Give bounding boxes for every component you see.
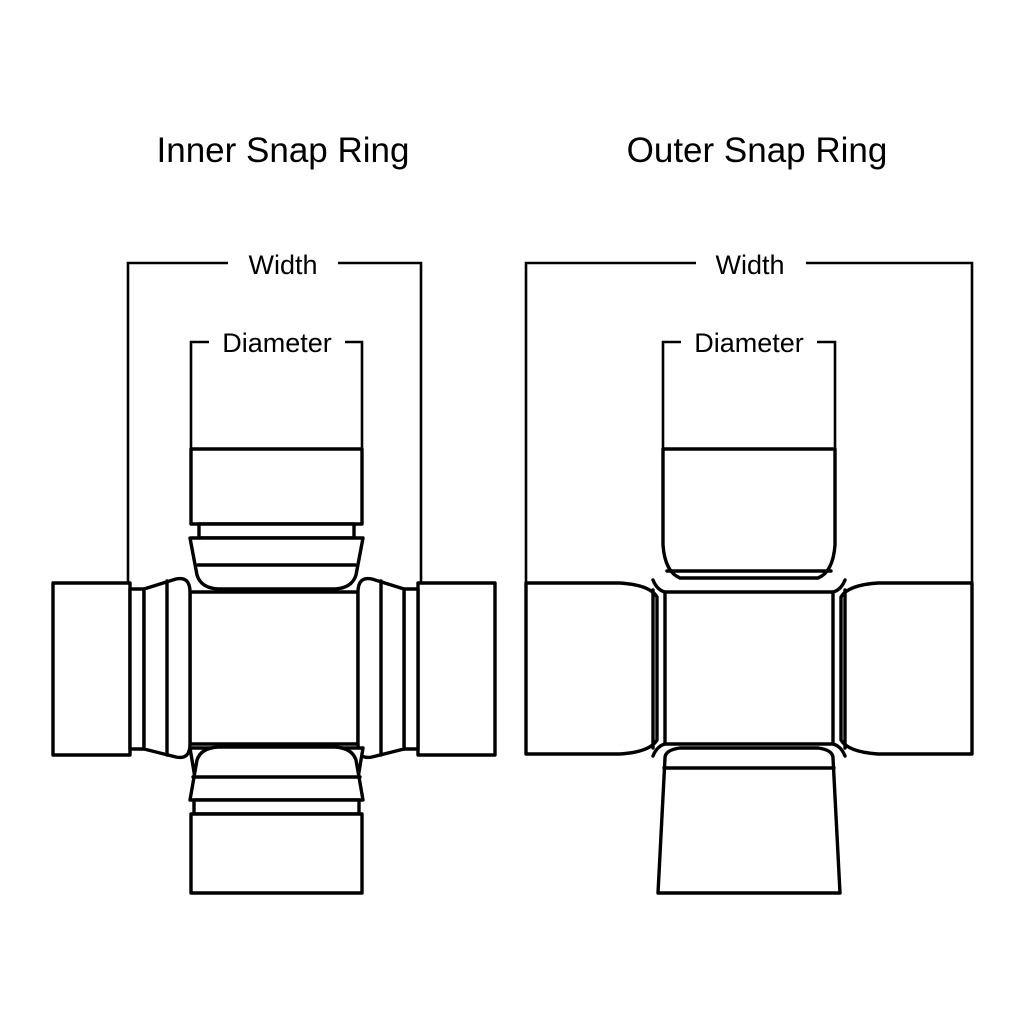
- inner-bottom-bearing-cap: [188, 745, 365, 895]
- outer-center-cross: [651, 578, 847, 758]
- outer-diameter-bracket-right: [817, 340, 837, 449]
- outer-cross-fillet-bl: [651, 742, 667, 758]
- outer-width-dimension: Width: [524, 250, 974, 583]
- inner-right-cap-band: [402, 587, 420, 751]
- inner-diameter-dimension: Diameter: [189, 328, 364, 449]
- outer-bottom-bearing-cap: [656, 746, 842, 895]
- outer-top-cap-body: [661, 447, 837, 580]
- outer-width-bracket-right: [806, 261, 974, 583]
- inner-top-cap-band: [197, 522, 356, 540]
- inner-width-label: Width: [248, 250, 317, 280]
- inner-diameter-label: Diameter: [222, 328, 332, 358]
- outer-cross-fillet-tr: [831, 578, 847, 594]
- inner-bottom-cap-skirt: [188, 745, 365, 802]
- inner-left-cap-body: [51, 581, 132, 757]
- outer-width-label: Width: [715, 250, 784, 280]
- outer-width-bracket-left: [524, 261, 696, 583]
- outer-cross-center-block: [663, 590, 835, 746]
- inner-right-bearing-cap: [356, 576, 497, 760]
- inner-bottom-cap-body: [189, 812, 364, 895]
- inner-width-bracket-right: [338, 261, 423, 583]
- figure-outer-snap-ring: Outer Snap Ring Width Diameter: [524, 131, 974, 895]
- outer-top-bearing-cap: [661, 447, 837, 580]
- figure-inner-snap-ring: Inner Snap Ring Width Diameter: [51, 131, 497, 895]
- inner-left-bearing-cap: [51, 576, 192, 760]
- inner-top-bearing-cap: [188, 447, 365, 591]
- outer-bottom-cap-body: [656, 746, 842, 895]
- outer-snap-ring-title: Outer Snap Ring: [627, 131, 888, 170]
- outer-left-cap-body: [524, 581, 659, 756]
- outer-left-bearing-cap: [524, 581, 659, 756]
- outer-diameter-bracket-left: [661, 340, 681, 449]
- inner-bottom-cap-band: [192, 798, 361, 816]
- inner-right-cap-body: [416, 581, 497, 757]
- outer-cross-fillet-br: [831, 742, 847, 758]
- inner-top-cap-body: [189, 447, 364, 526]
- inner-left-cap-band: [128, 587, 146, 751]
- outer-diameter-dimension: Diameter: [661, 328, 837, 449]
- outer-cross-fillet-tl: [651, 578, 667, 594]
- outer-diameter-label: Diameter: [694, 328, 804, 358]
- outer-right-bearing-cap: [839, 581, 974, 756]
- inner-diameter-bracket-right: [345, 340, 364, 449]
- inner-width-dimension: Width: [126, 250, 423, 583]
- inner-width-bracket-left: [126, 261, 228, 583]
- outer-right-cap-body: [839, 581, 974, 756]
- inner-cross-center-block: [188, 590, 360, 746]
- inner-snap-ring-title: Inner Snap Ring: [157, 131, 410, 170]
- inner-diameter-bracket-left: [189, 340, 209, 449]
- inner-center-cross: [176, 578, 372, 758]
